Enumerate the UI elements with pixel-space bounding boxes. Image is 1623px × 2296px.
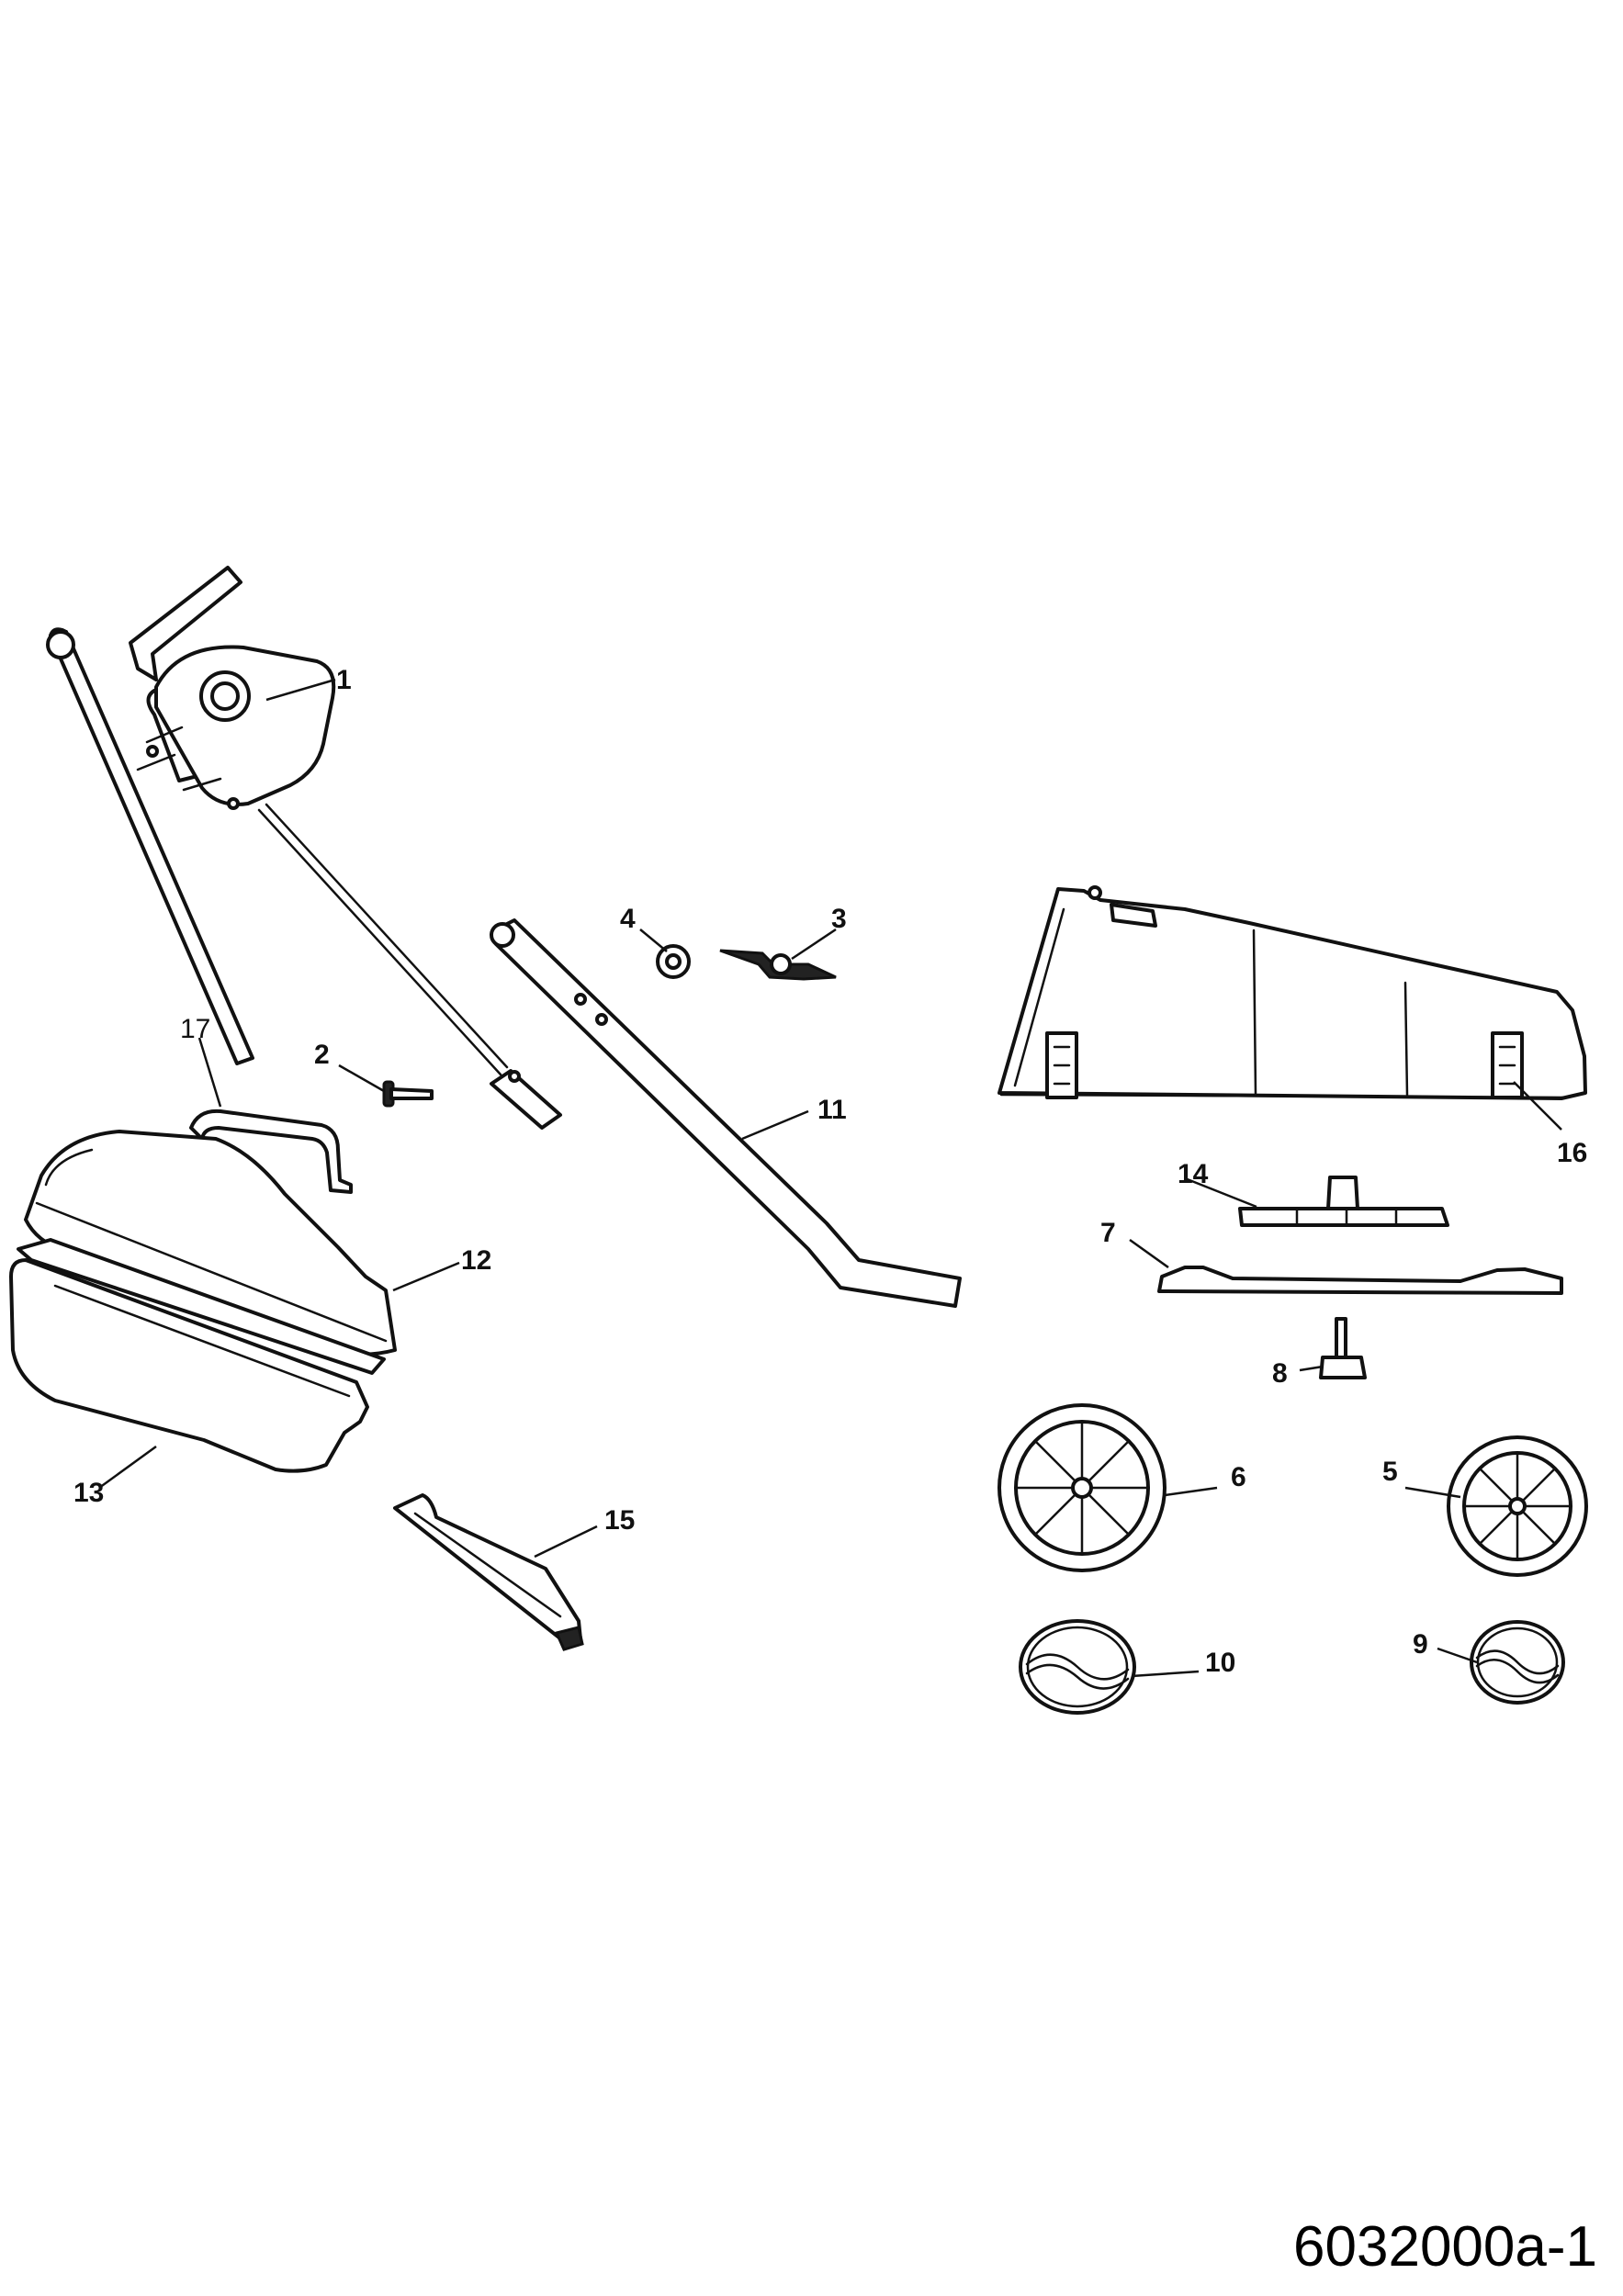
front-hub-cap: [1470, 1620, 1565, 1705]
rear-wheel: [997, 1403, 1167, 1572]
callout-14: 14: [1178, 1159, 1209, 1189]
wing-nut: [719, 949, 837, 981]
handle-bolt: [382, 1080, 434, 1108]
callout-13: 13: [73, 1478, 104, 1508]
front-wheel: [1447, 1435, 1588, 1577]
callout-5: 5: [1382, 1457, 1398, 1487]
callout-11: 11: [817, 1095, 847, 1125]
grass-catcher: [9, 1130, 397, 1473]
lower-handle: [490, 918, 962, 1308]
rear-hub-cap: [1019, 1619, 1136, 1715]
cutting-blade: [1157, 1266, 1563, 1295]
callout-3: 3: [831, 904, 847, 934]
callout-12: 12: [461, 1245, 491, 1276]
callout-10: 10: [1205, 1648, 1235, 1678]
blade-bolt: [1319, 1317, 1367, 1379]
washer: [656, 944, 691, 979]
leader-lines: [98, 678, 1562, 1678]
callout-15: 15: [604, 1505, 635, 1536]
callout-7: 7: [1100, 1218, 1116, 1248]
rear-flap: [393, 1493, 584, 1651]
callout-labels: 1 2 3 4 5 6 7 8 9 10 11 12 13 14 15 16 1…: [73, 665, 1587, 1678]
callout-8: 8: [1272, 1358, 1288, 1389]
blade-adapter: [1238, 1176, 1449, 1227]
callout-17: 17: [180, 1014, 210, 1044]
callout-9: 9: [1413, 1629, 1428, 1660]
drawing-number: 6032000a-1: [1293, 2215, 1597, 2279]
callout-6: 6: [1231, 1462, 1246, 1492]
callout-4: 4: [620, 904, 636, 934]
callout-1: 1: [336, 665, 352, 695]
upper-handle-assembly: [46, 566, 562, 1130]
callout-2: 2: [314, 1040, 330, 1070]
catcher-handle: [189, 1109, 353, 1194]
mower-deck: [997, 885, 1587, 1100]
callout-16: 16: [1557, 1138, 1587, 1168]
